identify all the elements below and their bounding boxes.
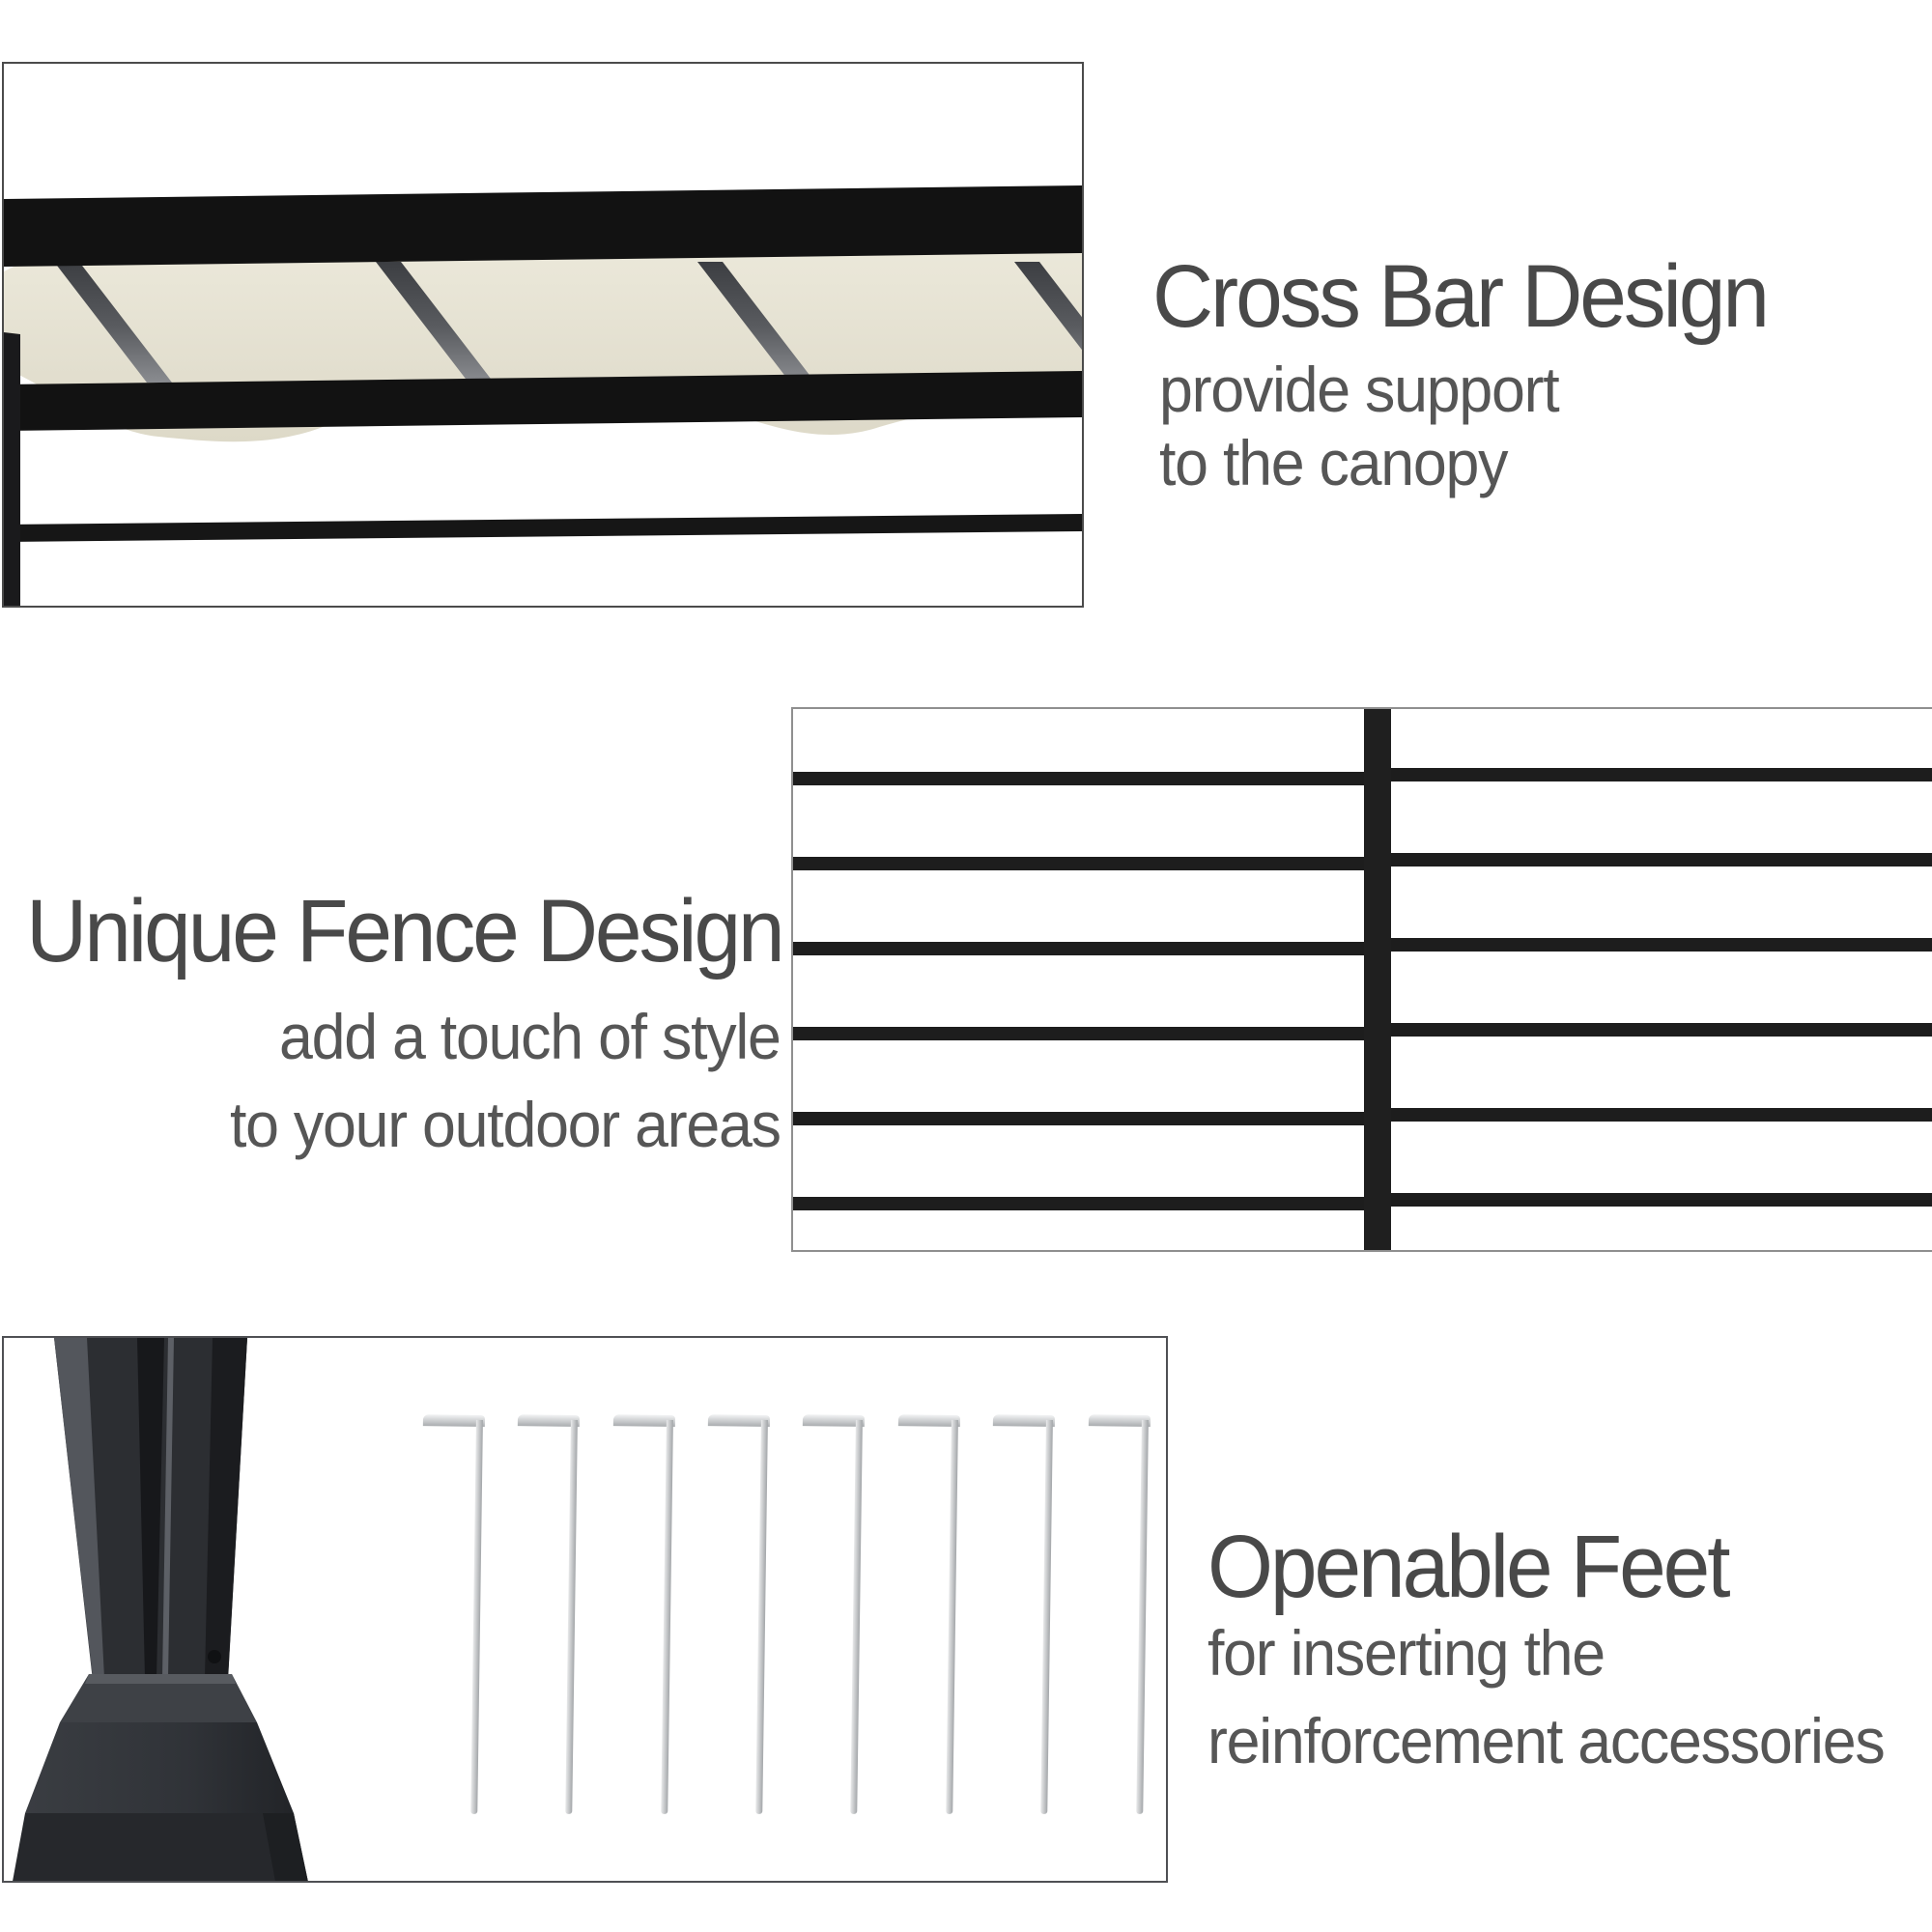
crossbar-subtext: provide support to the canopy: [1159, 353, 1560, 499]
cross-bar-middle: [4, 371, 1082, 431]
fence-bar: [793, 942, 1364, 955]
ground-stake: [608, 1414, 675, 1815]
fence-bar: [1391, 1193, 1932, 1207]
fence-subtext: add a touch of style to your outdoor are…: [230, 993, 781, 1169]
fence-post: [1364, 709, 1391, 1250]
feet-subtext: for inserting the reinforcement accessor…: [1208, 1609, 1886, 1785]
fence-bar: [1391, 938, 1932, 952]
fence-bar: [1391, 768, 1932, 781]
foot-post-highlight: [54, 1338, 104, 1678]
foot-post-shadow: [205, 1338, 247, 1678]
ground-stake: [893, 1414, 960, 1815]
foot-base-bottom: [13, 1813, 308, 1881]
feet-subtext-line2: reinforcement accessories: [1208, 1705, 1886, 1776]
fence-bar: [793, 1112, 1364, 1125]
fence-bar: [793, 857, 1364, 870]
foot-collar-highlight: [85, 1674, 236, 1684]
foot-post-groove-light: [162, 1338, 174, 1678]
foot-collar: [60, 1674, 257, 1722]
feet-title: Openable Feet: [1208, 1518, 1731, 1616]
ground-stake: [702, 1414, 770, 1815]
fence-bar: [793, 1197, 1364, 1210]
ground-stake: [987, 1414, 1055, 1815]
crossbar-title: Cross Bar Design: [1152, 247, 1770, 346]
crossbar-subtext-line2: to the canopy: [1159, 427, 1508, 498]
cross-bar-top: [4, 185, 1082, 267]
fence-subtext-line1: add a touch of style: [279, 1001, 781, 1072]
foot-base-mid: [25, 1722, 294, 1813]
fence-subtext-line2: to your outdoor areas: [230, 1089, 781, 1160]
fence-bar: [793, 772, 1364, 785]
ground-stake: [417, 1414, 485, 1815]
crossbar-subtext-line1: provide support: [1159, 354, 1560, 425]
ground-stake: [797, 1414, 865, 1815]
foot-bolt-hole: [208, 1650, 221, 1663]
feet-subtext-line1: for inserting the: [1208, 1617, 1605, 1689]
fence-title: Unique Fence Design: [26, 882, 785, 980]
rafter: [376, 262, 494, 383]
gazebo-foot-illustration: [13, 1338, 308, 1881]
feet-photo: [2, 1336, 1168, 1883]
ground-stake: [1083, 1414, 1151, 1815]
foot-base-bottom-shadow: [263, 1813, 308, 1881]
fence-bar: [1391, 1023, 1932, 1037]
corner-post: [4, 332, 20, 606]
crossbar-photo: [2, 62, 1084, 608]
foot-post-groove: [137, 1338, 164, 1678]
ground-stake: [512, 1414, 580, 1815]
rafter: [697, 262, 815, 383]
fence-bar: [793, 1027, 1364, 1040]
cross-bar-lower: [4, 514, 1082, 542]
fence-bar: [1391, 853, 1932, 867]
crossbar-illustration: [4, 185, 1082, 606]
fence-photo: [791, 707, 1932, 1252]
fence-bar: [1391, 1108, 1932, 1122]
rafter: [54, 262, 172, 383]
